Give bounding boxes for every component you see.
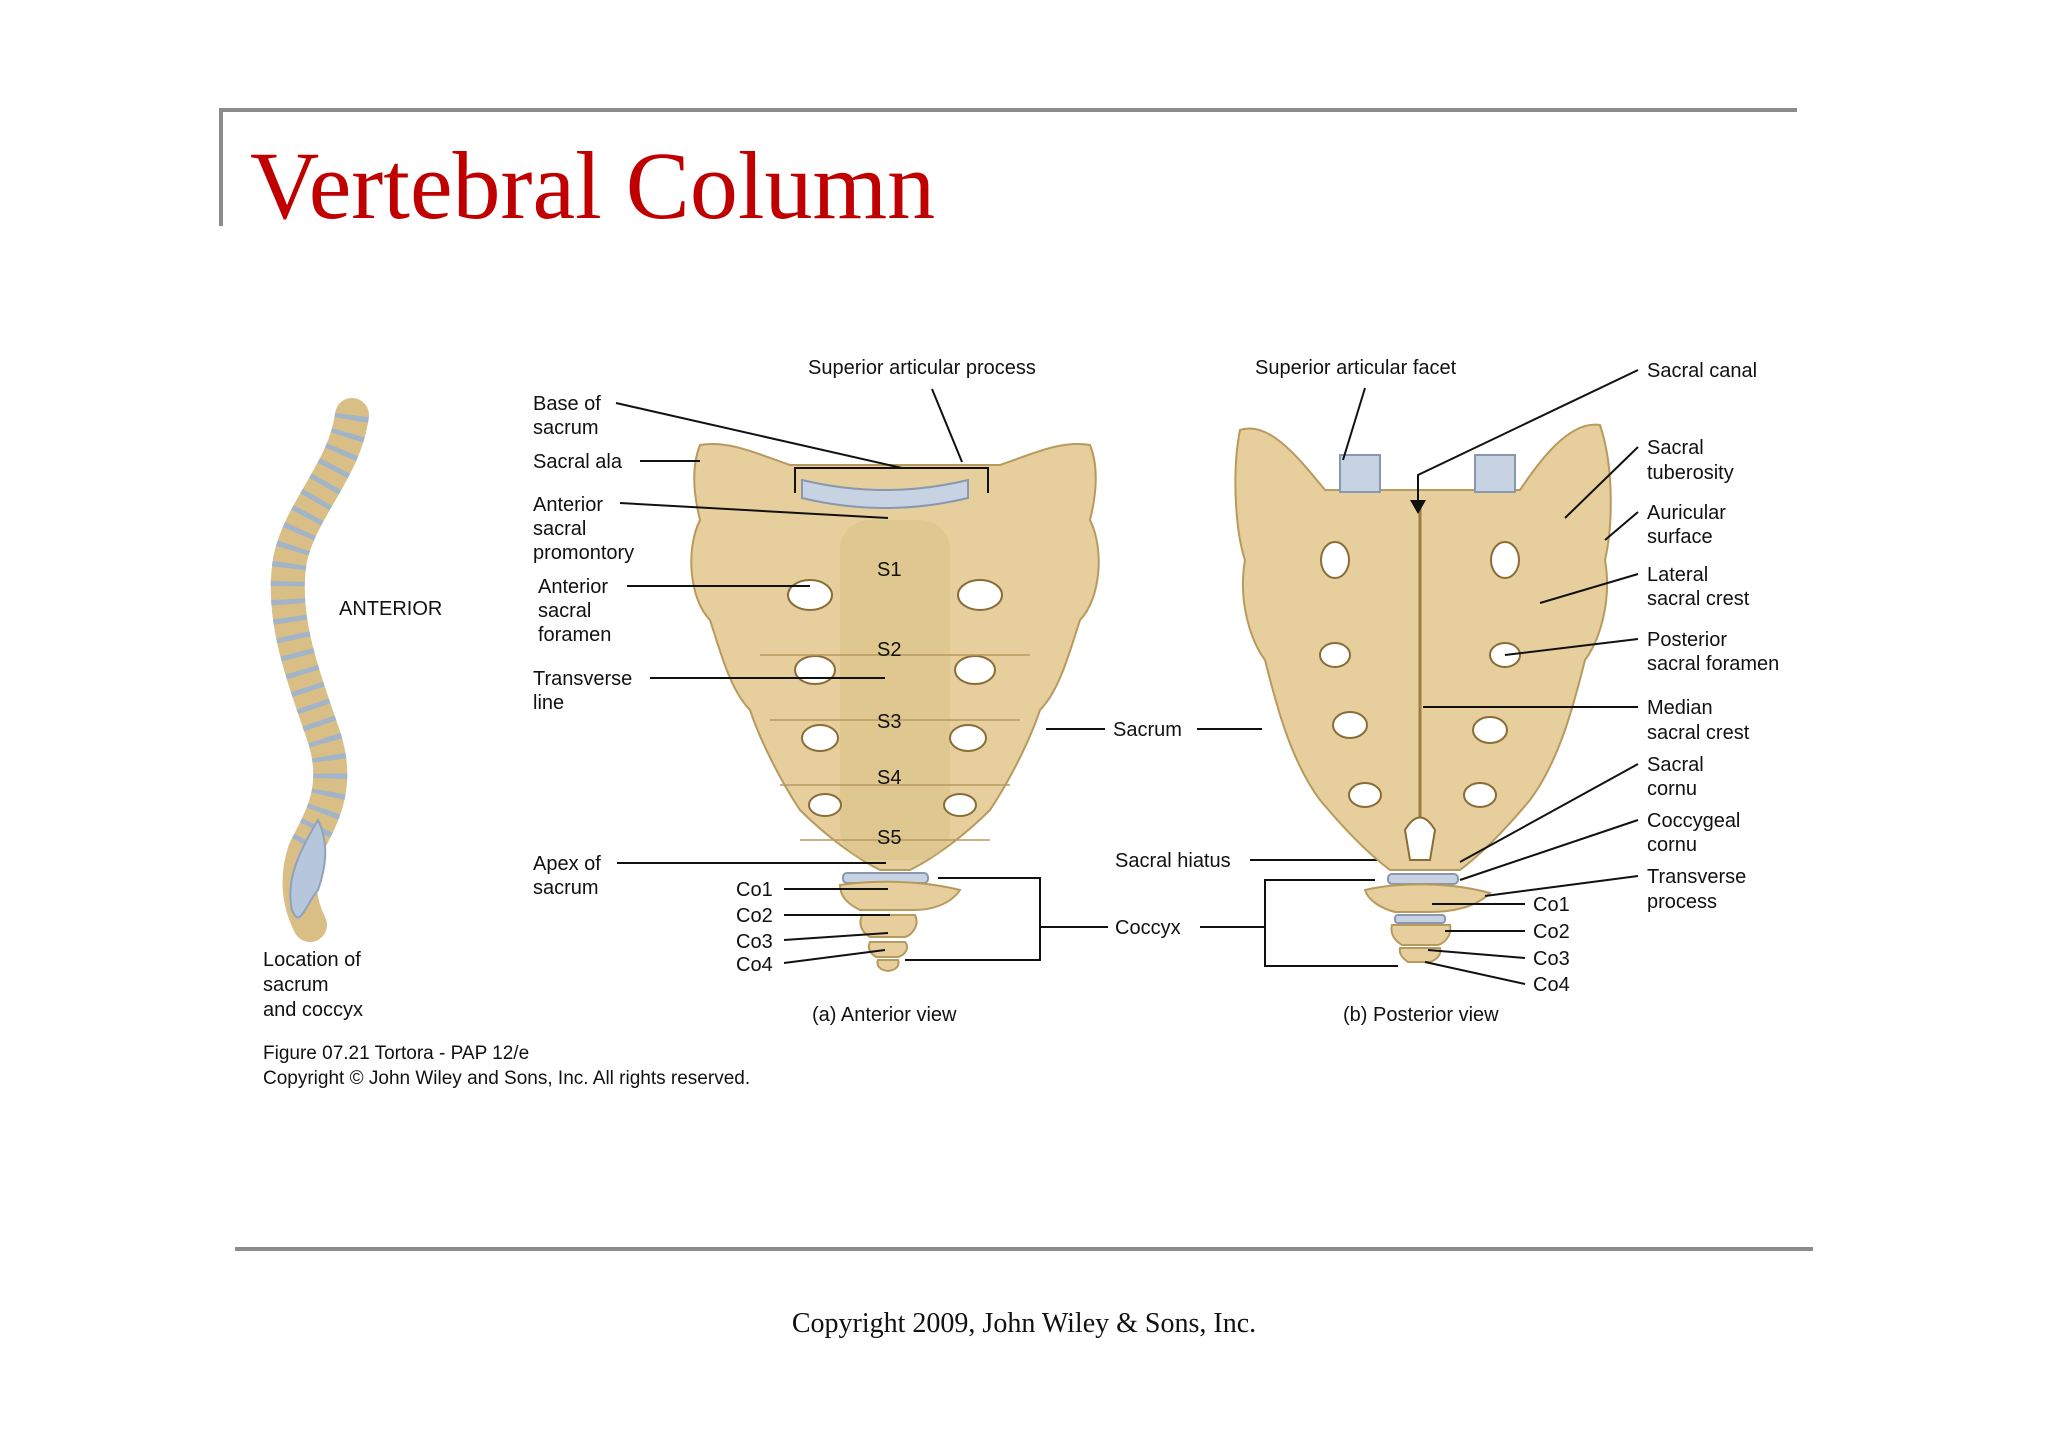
leader-sacral-cornu — [1459, 763, 1639, 863]
arrow-sacral-canal — [1410, 500, 1426, 514]
sacrum-anterior-illustration — [690, 443, 1100, 973]
label-anterior-sacral-promontory-3: promontory — [533, 542, 634, 564]
label-coccyx: Coccyx — [1115, 917, 1181, 939]
segment-s4: S4 — [877, 767, 901, 789]
label-base-of-sacrum-2: sacrum — [533, 417, 599, 439]
leader-base-of-sacrum — [615, 402, 903, 469]
spine-caption-line-1: Location of — [263, 949, 361, 971]
leader-anterior-co3 — [783, 932, 889, 941]
slide-footer: Copyright 2009, John Wiley & Sons, Inc. — [791, 1308, 1257, 1339]
figure-credit-line-2: Copyright © John Wiley and Sons, Inc. Al… — [263, 1068, 750, 1089]
label-median-sacral-crest-1: Median — [1647, 697, 1713, 719]
label-auricular-surface-2: surface — [1647, 526, 1713, 548]
label-median-sacral-crest-2: sacral crest — [1647, 722, 1750, 744]
label-transverse-process-2: process — [1647, 891, 1717, 913]
label-sacral-tuberosity-1: Sacral — [1647, 437, 1704, 459]
label-posterior-sacral-foramen-2: sacral foramen — [1647, 653, 1779, 675]
label-transverse-process-1: Transverse — [1647, 866, 1746, 888]
label-posterior-co1: Co1 — [1533, 894, 1570, 916]
label-anterior-sacral-foramen-2: sacral — [538, 600, 591, 622]
label-auricular-surface-1: Auricular — [1647, 502, 1726, 524]
leader-coccygeal-cornu — [1459, 819, 1639, 881]
bracket-coccyx-posterior — [1264, 879, 1398, 967]
label-sacral-cornu-1: Sacral — [1647, 754, 1704, 776]
spine-caption-line-2: sacrum — [263, 974, 329, 996]
label-apex-of-sacrum-1: Apex of — [533, 853, 601, 875]
label-lateral-sacral-crest-1: Lateral — [1647, 564, 1708, 586]
label-sacral-cornu-2: cornu — [1647, 778, 1697, 800]
spine-caption-line-3: and coccyx — [263, 999, 363, 1021]
bracket-coccyx-anterior — [905, 877, 1041, 961]
label-posterior-co2: Co2 — [1533, 921, 1570, 943]
segment-s5: S5 — [877, 827, 901, 849]
label-anterior-sacral-promontory-2: sacral — [533, 518, 586, 540]
left-rule — [219, 108, 223, 226]
leader-superior-articular-facet — [1342, 387, 1366, 461]
segment-s3: S3 — [877, 711, 901, 733]
leader-sacral-canal — [1417, 369, 1639, 505]
label-sacral-canal: Sacral canal — [1647, 360, 1757, 382]
leader-posterior-co3 — [1427, 949, 1526, 959]
segment-s1: S1 — [877, 559, 901, 581]
spine-illustration — [270, 398, 369, 942]
bracket-superior-articular-process — [794, 467, 989, 493]
label-posterior-sacral-foramen-1: Posterior — [1647, 629, 1727, 651]
leader-posterior-sacral-foramen — [1504, 638, 1639, 656]
label-apex-of-sacrum-2: sacrum — [533, 877, 599, 899]
anterior-label: ANTERIOR — [339, 598, 442, 620]
bottom-rule — [235, 1247, 1813, 1251]
figure-credit-line-1: Figure 07.21 Tortora - PAP 12/e — [263, 1043, 529, 1064]
label-sacral-tuberosity-2: tuberosity — [1647, 462, 1734, 484]
leader-superior-articular-process — [931, 388, 963, 463]
label-anterior-sacral-foramen-1: Anterior — [538, 576, 608, 598]
leader-posterior-co4 — [1424, 961, 1526, 985]
slide-title: Vertebral Column — [250, 132, 936, 239]
leader-anterior-co4 — [783, 949, 886, 964]
label-anterior-co1: Co1 — [736, 879, 773, 901]
label-sacral-hiatus: Sacral hiatus — [1115, 850, 1231, 872]
caption-posterior-view: (b) Posterior view — [1343, 1004, 1499, 1026]
label-superior-articular-process: Superior articular process — [808, 357, 1036, 379]
label-transverse-line-1: Transverse — [533, 668, 632, 690]
leader-anterior-sacral-promontory — [619, 502, 889, 519]
top-rule — [219, 108, 1797, 112]
label-posterior-co3: Co3 — [1533, 948, 1570, 970]
label-transverse-line-2: line — [533, 692, 564, 714]
leader-transverse-process — [1484, 875, 1639, 897]
label-sacral-ala: Sacral ala — [533, 451, 623, 473]
label-lateral-sacral-crest-2: sacral crest — [1647, 588, 1750, 610]
leader-sacral-tuberosity — [1564, 446, 1639, 519]
leader-lateral-sacral-crest — [1539, 573, 1639, 604]
label-base-of-sacrum-1: Base of — [533, 393, 601, 415]
label-anterior-co2: Co2 — [736, 905, 773, 927]
label-superior-articular-facet: Superior articular facet — [1255, 357, 1457, 379]
leader-auricular-surface — [1604, 511, 1639, 541]
label-sacrum: Sacrum — [1113, 719, 1182, 741]
label-coccygeal-cornu-1: Coccygeal — [1647, 810, 1740, 832]
label-anterior-co3: Co3 — [736, 931, 773, 953]
label-anterior-sacral-foramen-3: foramen — [538, 624, 611, 646]
label-coccygeal-cornu-2: cornu — [1647, 834, 1697, 856]
segment-s2: S2 — [877, 639, 901, 661]
label-anterior-sacral-promontory-1: Anterior — [533, 494, 603, 516]
caption-anterior-view: (a) Anterior view — [812, 1004, 957, 1026]
label-anterior-co4: Co4 — [736, 954, 773, 976]
sacrum-posterior-illustration — [1234, 423, 1612, 963]
label-posterior-co4: Co4 — [1533, 974, 1570, 996]
